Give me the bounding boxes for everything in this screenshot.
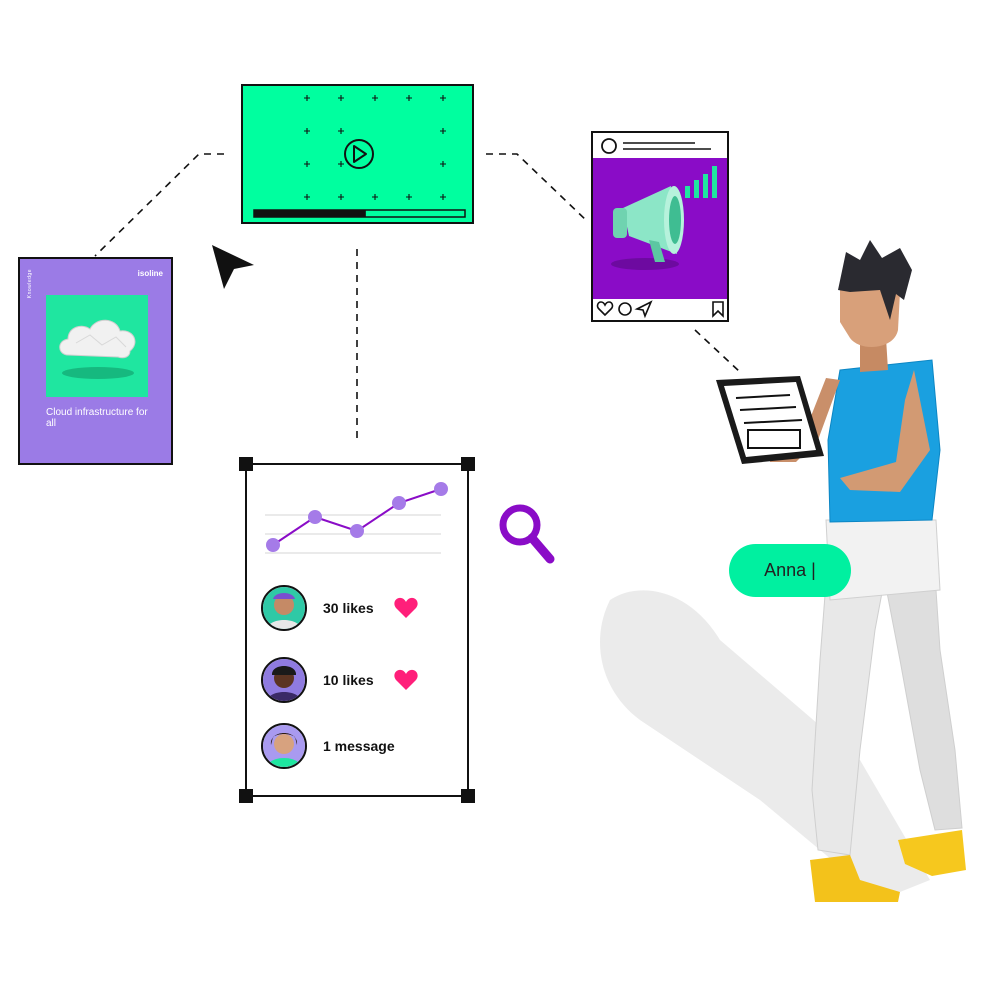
connector-post-person [694, 329, 741, 373]
grid-plus-mark [304, 128, 310, 134]
grid-plus-mark [338, 194, 344, 200]
grid-plus-mark [440, 161, 446, 167]
connector-video-post [486, 153, 589, 223]
search-icon [499, 504, 555, 564]
megaphone-icon [611, 186, 684, 270]
heart-icon [394, 669, 418, 690]
bar-chart-icon [685, 166, 717, 198]
play-button-icon[interactable] [344, 139, 374, 169]
selection-handle[interactable] [239, 457, 253, 471]
avatar [261, 585, 307, 631]
grid-plus-mark [338, 95, 344, 101]
video-progress-fill [254, 210, 366, 217]
chart-point [392, 496, 406, 510]
like-icon [596, 301, 614, 317]
book-brand: isoline [137, 269, 163, 278]
profile-icon [601, 138, 617, 154]
grid-plus-mark [304, 95, 310, 101]
grid-plus-mark [338, 128, 344, 134]
avatar [261, 723, 307, 769]
selection-handle[interactable] [461, 457, 475, 471]
cloud-illustration [46, 295, 148, 397]
selection-handle[interactable] [239, 789, 253, 803]
cursor-arrow-icon [212, 245, 254, 289]
grid-plus-mark [372, 194, 378, 200]
megaphone-illustration [593, 158, 727, 299]
list-item[interactable]: 1 message [261, 723, 423, 769]
name-input[interactable]: Anna | [729, 544, 851, 597]
comment-icon [618, 302, 632, 316]
book-caption: Cloud infrastructure for all [46, 407, 148, 429]
avatar [261, 657, 307, 703]
chart-point [434, 482, 448, 496]
grid-plus-mark [406, 95, 412, 101]
list-item[interactable]: 30 likes [261, 585, 419, 631]
social-post[interactable] [591, 131, 729, 322]
bookmark-icon [712, 301, 724, 318]
grid-plus-mark [440, 128, 446, 134]
grid-plus-mark [372, 95, 378, 101]
share-icon [634, 300, 653, 319]
line-chart [265, 482, 448, 554]
shoe [898, 830, 966, 876]
grid-plus-mark [304, 194, 310, 200]
chart-point [266, 538, 280, 552]
hair [838, 240, 912, 320]
grid-plus-mark [338, 161, 344, 167]
book-spine-text: Knowledge [27, 269, 33, 299]
video-player[interactable] [241, 84, 480, 224]
grid-plus-mark [304, 161, 310, 167]
grid-plus-mark [440, 95, 446, 101]
list-item[interactable]: 10 likes [261, 657, 419, 703]
chart-point [350, 524, 364, 538]
heart-icon [394, 597, 418, 618]
stats-card[interactable]: 30 likes 10 likes 1 message [239, 457, 475, 803]
person-illustration [716, 240, 966, 902]
message-count: 1 message [323, 738, 395, 754]
cloud-icon [59, 319, 136, 379]
chart-point [308, 510, 322, 524]
selection-handle[interactable] [461, 789, 475, 803]
connector-book-video [94, 153, 224, 257]
grid-plus-mark [406, 194, 412, 200]
shoe [810, 855, 900, 902]
likes-count: 30 likes [323, 600, 374, 616]
ebook-cover[interactable]: Knowledge isoline Cloud infrastructure f… [18, 257, 173, 465]
likes-count: 10 likes [323, 672, 374, 688]
grid-plus-mark [440, 194, 446, 200]
